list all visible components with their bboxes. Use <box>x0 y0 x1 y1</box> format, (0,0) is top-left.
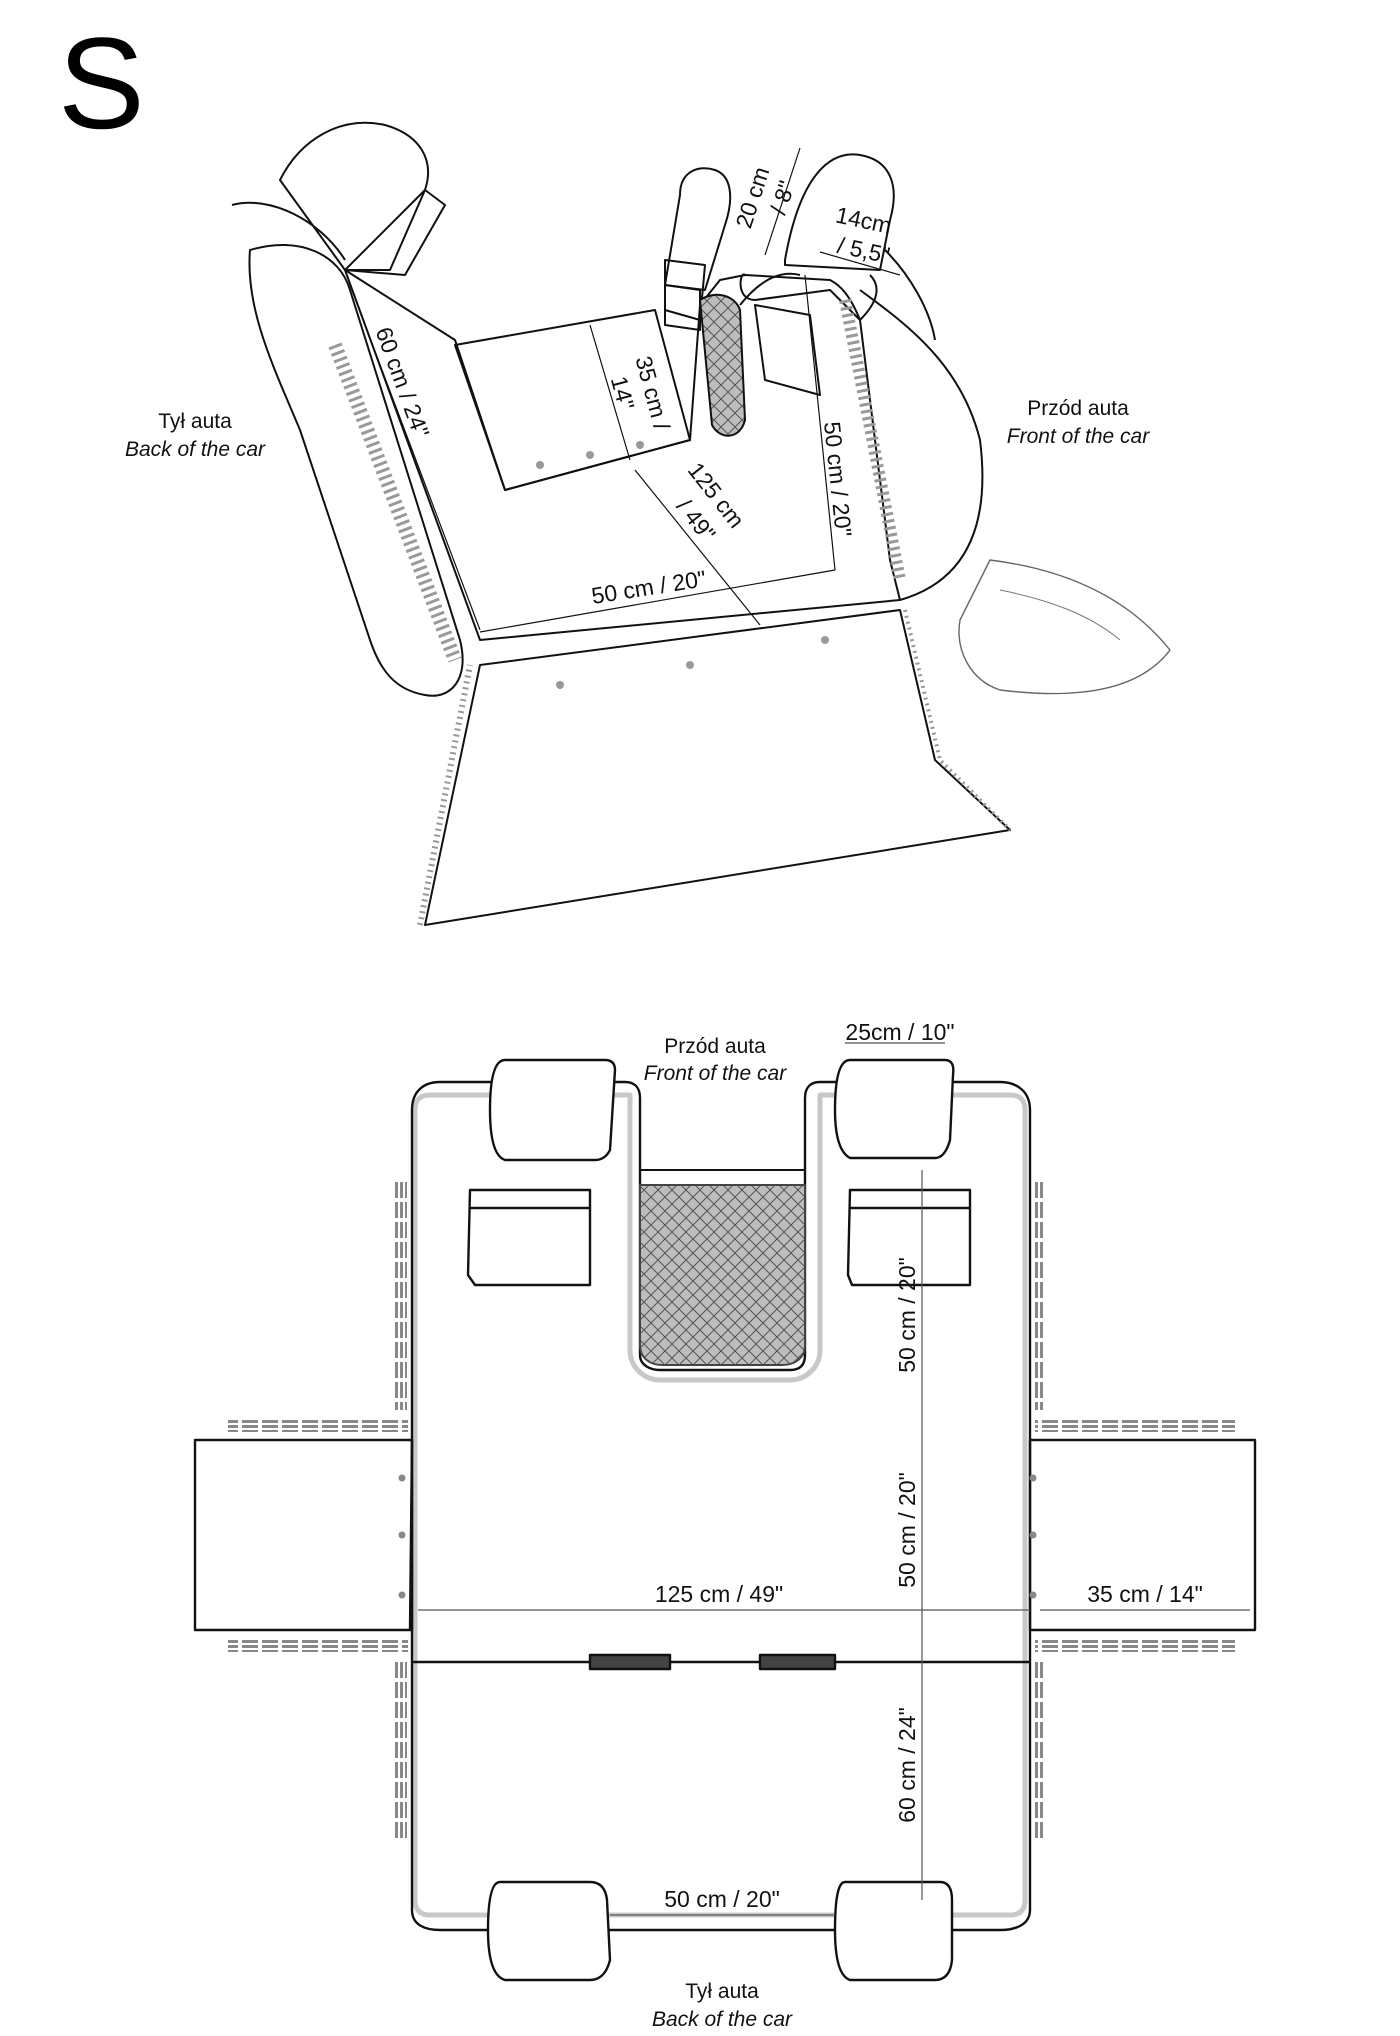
plan-mesh-pocket <box>639 1184 806 1366</box>
iso-right-side <box>859 289 984 601</box>
iso-front-seat <box>958 559 1171 695</box>
plan-dim-side-flap: 35 cm / 14" <box>1087 1581 1203 1607</box>
plan-dim-headrest-width: 25cm / 10" <box>845 1019 954 1045</box>
iso-front-label-en: Front of the car <box>1007 425 1150 448</box>
plan-inner-outline <box>412 1092 1028 1918</box>
iso-skirt <box>424 609 1011 926</box>
iso-back-label-en: Back of the car <box>125 438 266 461</box>
iso-rear-backrest <box>248 244 464 697</box>
iso-rear-headrest <box>279 121 430 271</box>
iso-dim-flap-height-in: 14" <box>606 373 640 412</box>
plan-headrest-front-left <box>488 1058 617 1162</box>
plan-back-label: Tył auta <box>685 1980 759 2003</box>
iso-front-seat-right <box>784 153 895 271</box>
plan-front-label: Przód auta <box>664 1035 766 1058</box>
plan-pocket-right <box>846 1188 972 1287</box>
plan-dim-total-width: 125 cm / 49" <box>655 1581 783 1607</box>
iso-mesh-pocket <box>699 293 746 437</box>
iso-back-label: Tył auta <box>158 410 232 433</box>
iso-cover-panel <box>344 269 901 641</box>
plan-dim-rear-headrest-gap: 50 cm / 20" <box>664 1886 780 1912</box>
size-letter: S <box>58 10 145 156</box>
iso-front-seat-left <box>664 167 732 291</box>
plan-headrest-front-right <box>833 1058 955 1160</box>
iso-pocket-left <box>664 284 701 331</box>
plan-zipper-right <box>758 1653 837 1671</box>
plan-back-label-en: Back of the car <box>652 2008 793 2031</box>
plan-zipper-left <box>588 1653 672 1671</box>
iso-front-label: Przód auta <box>1027 397 1129 420</box>
plan-view <box>193 1058 1257 1982</box>
plan-dim-rear-length: 60 cm / 24" <box>894 1707 920 1823</box>
iso-dim-front-length: 50 cm / 20" <box>819 420 857 538</box>
plan-pocket-left <box>466 1188 592 1287</box>
iso-pocket-right <box>754 304 821 396</box>
plan-headrest-rear-right <box>833 1880 954 1982</box>
iso-view <box>231 121 1171 926</box>
iso-dimension-lines <box>349 147 901 633</box>
plan-dim-upper-length: 50 cm / 20" <box>894 1257 920 1373</box>
plan-headrest-rear-left <box>486 1880 612 1982</box>
plan-cover-outline <box>410 1080 1032 1932</box>
plan-dimension-lines <box>418 1042 1250 1916</box>
plan-dim-middle-length: 50 cm / 20" <box>894 1472 920 1588</box>
plan-side-flap-left <box>193 1438 414 1632</box>
plan-front-label-en: Front of the car <box>644 1062 787 1085</box>
iso-left-zipper <box>328 342 462 663</box>
iso-top-flap <box>454 309 691 491</box>
